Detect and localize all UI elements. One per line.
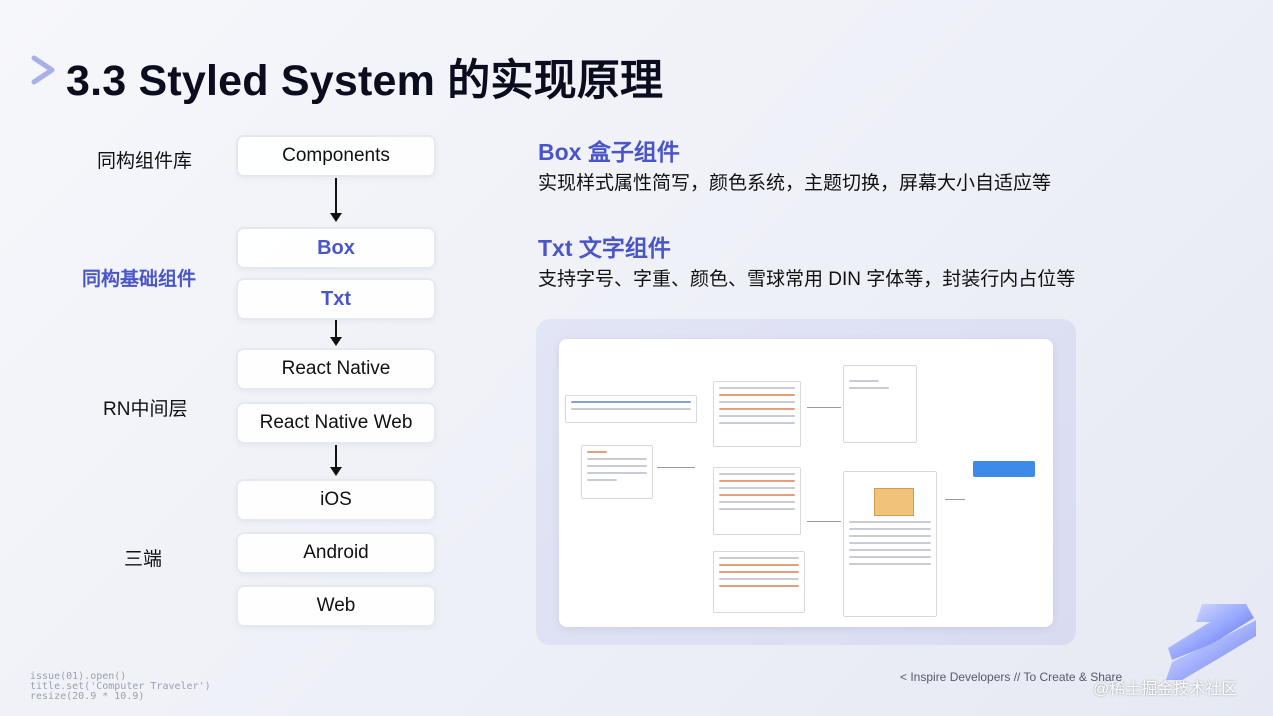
chevron-right-icon bbox=[31, 55, 55, 85]
node-react-native-web: React Native Web bbox=[236, 402, 436, 444]
watermark: @稀土掘金技术社区 bbox=[1093, 681, 1238, 698]
arrow-down bbox=[330, 445, 342, 476]
arrow-down bbox=[330, 320, 342, 346]
label-rn-middle-layer: RN中间层 bbox=[103, 399, 188, 420]
box-section-title: Box 盒子组件 bbox=[538, 139, 680, 165]
code-snippet: issue(01).open() title.set('Computer Tra… bbox=[30, 671, 211, 702]
txt-section-description: 支持字号、字重、颜色、雪球常用 DIN 字体等，封装行内占位等 bbox=[538, 269, 1076, 290]
node-web: Web bbox=[236, 585, 436, 627]
node-components: Components bbox=[236, 135, 436, 177]
code-strip bbox=[565, 395, 697, 423]
web-inspector bbox=[843, 471, 937, 617]
juejin-logo-icon bbox=[1166, 604, 1256, 680]
label-three-ends: 三端 bbox=[124, 549, 163, 570]
node-txt: Txt bbox=[236, 278, 436, 320]
node-android: Android bbox=[236, 532, 436, 574]
architecture-screenshot bbox=[559, 339, 1053, 627]
label-isomorphic-library: 同构组件库 bbox=[97, 151, 193, 172]
css-snippet bbox=[713, 551, 805, 613]
style-snippet-native bbox=[713, 381, 801, 447]
arrow-down bbox=[330, 178, 342, 222]
box-section-description: 实现样式属性简写，颜色系统，主题切换，屏幕大小自适应等 bbox=[538, 173, 1052, 194]
label-isomorphic-base-components: 同构基础组件 bbox=[82, 269, 197, 290]
style-snippet-web bbox=[713, 467, 801, 535]
node-react-native: React Native bbox=[236, 348, 436, 390]
native-preview bbox=[843, 365, 917, 443]
box-snippet bbox=[581, 445, 653, 499]
page-title: 3.3 Styled System 的实现原理 bbox=[66, 57, 664, 105]
footer-tagline: < Inspire Developers // To Create & Shar… bbox=[900, 670, 1123, 684]
node-ios: iOS bbox=[236, 479, 436, 521]
node-box: Box bbox=[236, 227, 436, 269]
txt-section-title: Txt 文字组件 bbox=[538, 235, 671, 261]
